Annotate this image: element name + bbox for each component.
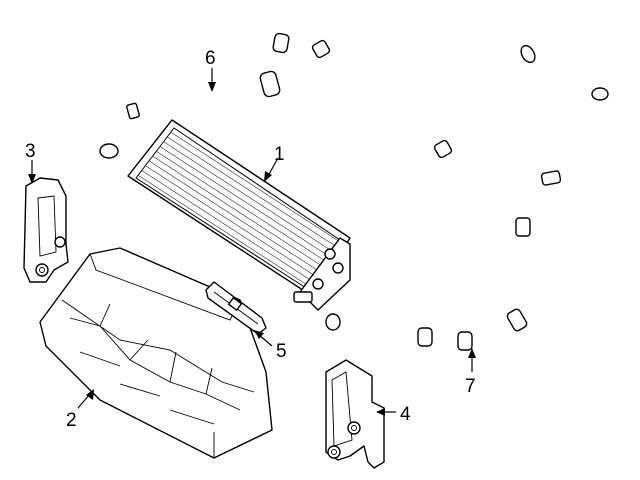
callout-3: 3 [25,141,36,162]
right-bracket [325,359,385,469]
callout-7: 7 [465,376,476,397]
callout-4: 4 [400,404,411,425]
retaining-clip [205,281,267,335]
callout-2: 2 [66,410,77,431]
oil-cooler [127,119,351,311]
callout-numbers: 1 2 3 4 5 6 7 [25,48,476,431]
lower-cooler-hose [325,87,610,351]
callout-1: 1 [274,144,285,165]
callout-5: 5 [276,341,287,362]
upper-cooler-hose [94,12,553,164]
left-bracket [23,177,69,283]
callout-6: 6 [205,48,216,69]
callout-leaders [28,68,476,416]
